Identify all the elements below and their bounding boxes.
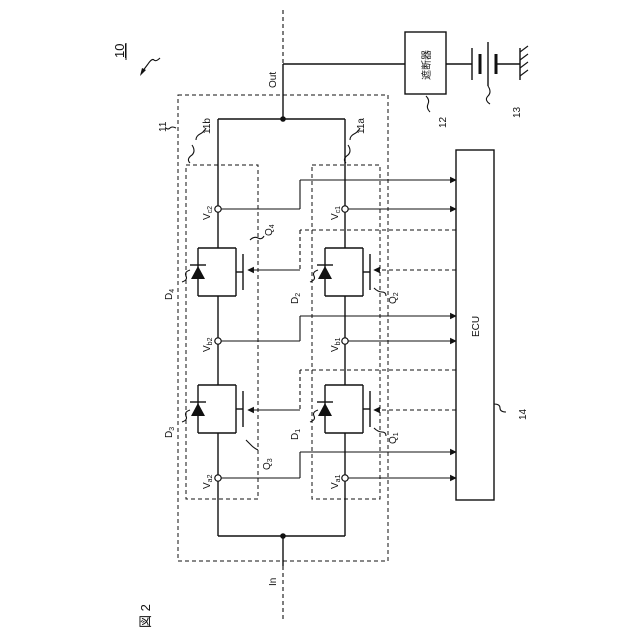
vb1-tap xyxy=(342,338,348,344)
out-label: Out xyxy=(268,72,279,88)
va2-tap xyxy=(215,475,221,481)
ref-11b: 11b xyxy=(202,118,213,134)
ecu-label: ECU xyxy=(471,316,482,337)
transistor-q2 xyxy=(345,248,370,296)
q2-label: Q2 xyxy=(388,292,400,304)
vc1-tap xyxy=(342,206,348,212)
vc2-tap xyxy=(215,206,221,212)
ground-icon xyxy=(520,46,528,80)
ref-12: 12 xyxy=(438,116,449,128)
vb2-tap xyxy=(215,338,221,344)
out-node xyxy=(280,116,286,122)
in-label: In xyxy=(268,578,279,586)
ref-14: 14 xyxy=(518,408,529,420)
d3-label: D3 xyxy=(164,427,176,438)
q1-label: Q1 xyxy=(388,432,400,444)
q4-label: Q4 xyxy=(264,224,276,236)
q3-label: Q3 xyxy=(262,458,274,470)
in-node xyxy=(280,533,286,539)
diode-d4 xyxy=(190,248,218,296)
battery-symbol xyxy=(472,42,520,86)
transistor-q4 xyxy=(218,248,300,296)
module-11b-outline xyxy=(186,165,258,499)
diode-d2 xyxy=(317,248,345,296)
va2-label: Va2 xyxy=(202,474,214,489)
diode-d3 xyxy=(190,385,218,433)
power-lines xyxy=(218,10,472,620)
va1-tap xyxy=(342,475,348,481)
va1-label: Va1 xyxy=(330,474,342,489)
diode-d1 xyxy=(317,385,345,433)
vc2-label: Vc2 xyxy=(202,206,214,220)
d4-label: D4 xyxy=(164,289,176,300)
leader-lines xyxy=(140,58,506,450)
transistor-q3 xyxy=(218,385,300,433)
ref-11a: 11a xyxy=(356,118,367,134)
figure-title: 図 2 xyxy=(138,604,153,628)
transistor-q1 xyxy=(345,385,370,433)
ref-11: 11 xyxy=(158,121,169,132)
d2-label: D2 xyxy=(290,293,302,304)
vc1-label: Vc1 xyxy=(330,206,342,220)
module-11a-outline xyxy=(312,165,380,499)
gate-drive-lines xyxy=(248,230,456,410)
ref-10: 10 xyxy=(112,44,127,58)
vb2-label: Vb2 xyxy=(202,337,214,352)
vb1-label: Vb1 xyxy=(330,337,342,352)
d1-label: D1 xyxy=(290,429,302,440)
breaker-label: 遮断器 xyxy=(420,50,433,80)
ref-13: 13 xyxy=(512,106,523,118)
